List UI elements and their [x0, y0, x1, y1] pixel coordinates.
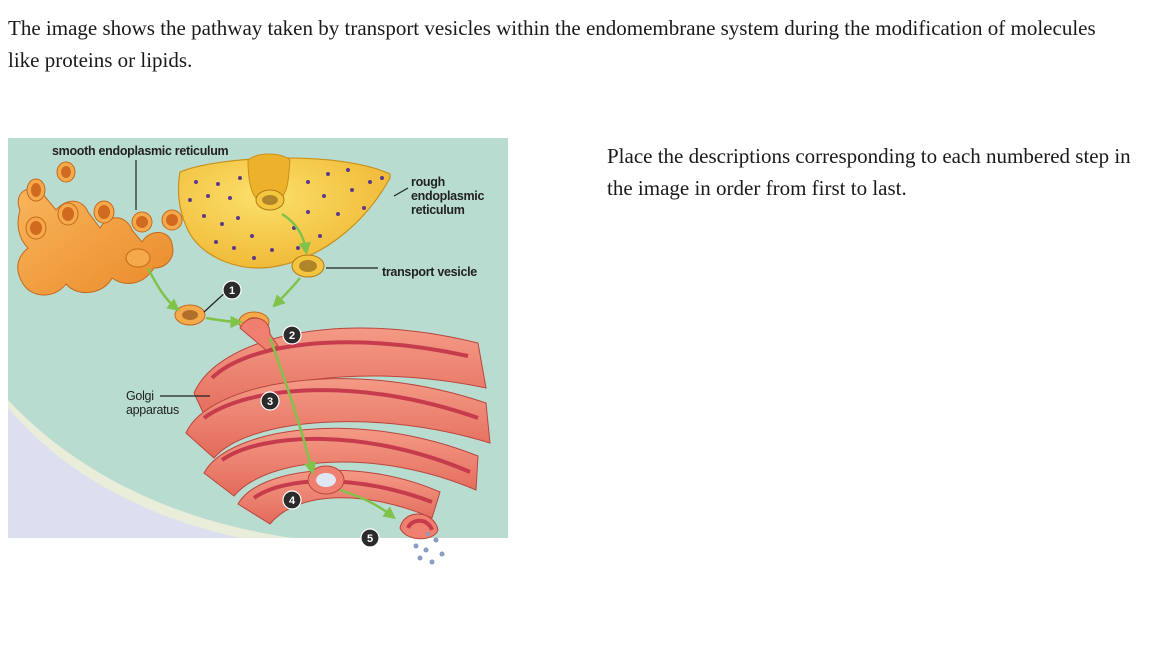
- endomembrane-diagram: smooth endoplasmic reticulum rough endop…: [8, 138, 508, 568]
- endomembrane-figure: smooth endoplasmic reticulum rough endop…: [8, 138, 508, 568]
- step-number-2: 2: [289, 330, 295, 342]
- step-badge-1: 1: [223, 281, 241, 299]
- step-badge-5: 5: [361, 529, 379, 547]
- rough-er-label-line1: rough: [411, 175, 445, 189]
- step-number-5: 5: [367, 533, 373, 545]
- rough-er-label-line3: reticulum: [411, 203, 465, 217]
- golgi-label-line1: Golgi: [126, 389, 154, 403]
- golgi-label-line2: apparatus: [126, 403, 179, 417]
- question-intro: The image shows the pathway taken by tra…: [8, 12, 1108, 76]
- step-badge-3: 3: [261, 392, 279, 410]
- step-badge-4: 4: [283, 491, 301, 509]
- step-number-3: 3: [267, 396, 273, 408]
- step-number-1: 1: [229, 285, 235, 297]
- rough-er-label-line2: endoplasmic: [411, 189, 484, 203]
- question-prompt: Place the descriptions corresponding to …: [607, 140, 1152, 204]
- smooth-er-label: smooth endoplasmic reticulum: [52, 144, 229, 158]
- transport-vesicle-label: transport vesicle: [382, 265, 477, 279]
- step-number-4: 4: [289, 495, 296, 507]
- step-badge-2: 2: [283, 326, 301, 344]
